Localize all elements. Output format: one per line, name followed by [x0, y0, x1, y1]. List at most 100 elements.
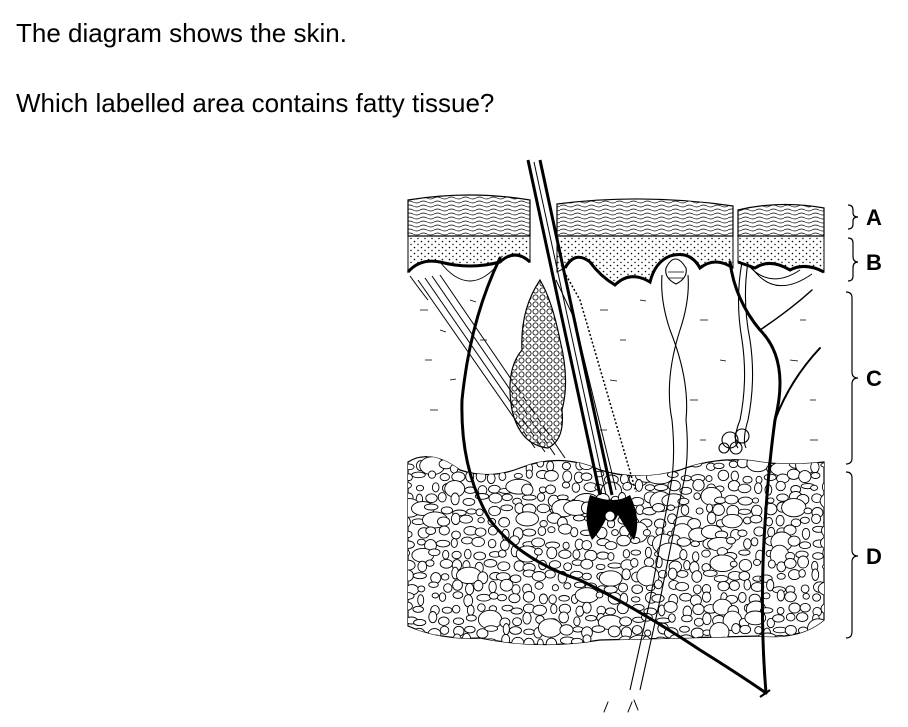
fat-cell	[459, 514, 473, 524]
fat-cell	[544, 470, 559, 482]
fat-cell	[743, 578, 752, 591]
fat-cell	[738, 571, 751, 581]
fat-cell	[477, 603, 486, 612]
fat-cell	[416, 538, 426, 546]
fat-cell	[631, 584, 644, 594]
fat-cell	[750, 537, 759, 547]
fat-cell	[800, 584, 810, 594]
fat-cell	[729, 560, 738, 568]
fat-cell	[630, 596, 641, 603]
sweat-gland	[629, 258, 754, 691]
fat-cell	[618, 458, 633, 470]
fat-cell	[570, 527, 579, 538]
fat-cell	[417, 560, 428, 573]
fat-cell	[776, 589, 785, 602]
fat-cell	[603, 585, 618, 594]
fat-cell	[521, 483, 534, 496]
dermis-layer	[409, 261, 818, 459]
fat-cell	[451, 530, 461, 540]
fat-cell	[751, 504, 763, 517]
fat-cell	[766, 617, 775, 629]
fat-cell	[644, 546, 652, 559]
fat-cell	[438, 525, 450, 536]
fat-cell	[473, 579, 484, 592]
fat-cell	[651, 594, 665, 603]
fat-cell	[539, 520, 548, 528]
fat-cell	[558, 523, 573, 535]
fat-cell	[513, 472, 523, 479]
fat-cell	[679, 486, 693, 495]
fat-cell	[501, 604, 514, 612]
fat-cell	[642, 529, 651, 537]
fat-cell	[502, 623, 510, 636]
fat-cell	[428, 611, 438, 624]
fat-cell	[730, 470, 739, 482]
fat-cell	[465, 614, 477, 622]
fat-cell	[551, 584, 559, 592]
fat-cell	[408, 463, 415, 471]
fat-cell	[607, 625, 621, 638]
fat-cell	[515, 511, 539, 527]
fat-cell	[693, 617, 704, 627]
fat-cell	[538, 486, 547, 494]
fat-cell	[412, 605, 424, 613]
fat-cell	[521, 494, 537, 501]
fat-cell	[738, 591, 747, 603]
fat-cell	[563, 582, 572, 590]
fat-cell	[511, 584, 521, 595]
fat-cell	[786, 468, 801, 480]
fat-cell	[787, 535, 801, 547]
fat-cell	[488, 505, 501, 517]
fat-cell	[538, 593, 548, 605]
fat-cell	[788, 602, 801, 614]
fat-cell	[461, 536, 474, 545]
fat-cell	[488, 484, 501, 494]
fat-cell	[799, 516, 810, 524]
fat-cell	[751, 497, 760, 504]
fat-cell	[558, 611, 569, 624]
fat-cell	[810, 472, 821, 479]
fat-cell	[595, 591, 604, 599]
fat-cell	[501, 493, 513, 502]
fat-cell	[713, 574, 729, 583]
fat-cell	[692, 603, 705, 616]
fat-cell	[801, 527, 811, 540]
fat-cell	[826, 575, 834, 583]
fat-cell	[522, 528, 537, 537]
fat-cell	[692, 450, 702, 455]
fat-cell	[439, 625, 450, 635]
fat-cell	[826, 642, 832, 648]
fat-cell	[802, 592, 810, 600]
fat-cell	[701, 591, 712, 603]
fat-cell	[630, 536, 641, 544]
fat-cell	[500, 539, 510, 551]
fat-cell	[425, 493, 438, 504]
fat-cell	[622, 481, 633, 491]
fat-cell	[713, 462, 725, 470]
fat-cell	[610, 462, 621, 471]
fat-cell	[693, 492, 701, 500]
fat-cell	[721, 513, 743, 529]
fat-cell	[691, 570, 703, 583]
fat-cell	[775, 514, 785, 527]
fat-cell	[655, 460, 669, 471]
fat-cell	[634, 479, 644, 492]
fat-cell	[798, 541, 812, 550]
fat-cell	[811, 568, 820, 581]
fat-cell	[464, 548, 472, 560]
fat-cell	[677, 497, 690, 506]
fat-cell	[604, 541, 618, 551]
fat-cell	[724, 494, 739, 505]
fat-cell	[572, 456, 586, 461]
fat-cell	[749, 514, 763, 524]
fat-cell	[619, 616, 633, 627]
fat-cell	[424, 634, 445, 645]
fat-cell	[452, 604, 461, 614]
fat-cell	[630, 549, 642, 556]
fat-cell	[487, 538, 497, 549]
fat-cell	[408, 549, 410, 557]
fat-cell	[440, 573, 450, 581]
fat-cell	[605, 640, 616, 645]
fat-cell	[473, 637, 487, 645]
fat-cell	[536, 638, 544, 645]
